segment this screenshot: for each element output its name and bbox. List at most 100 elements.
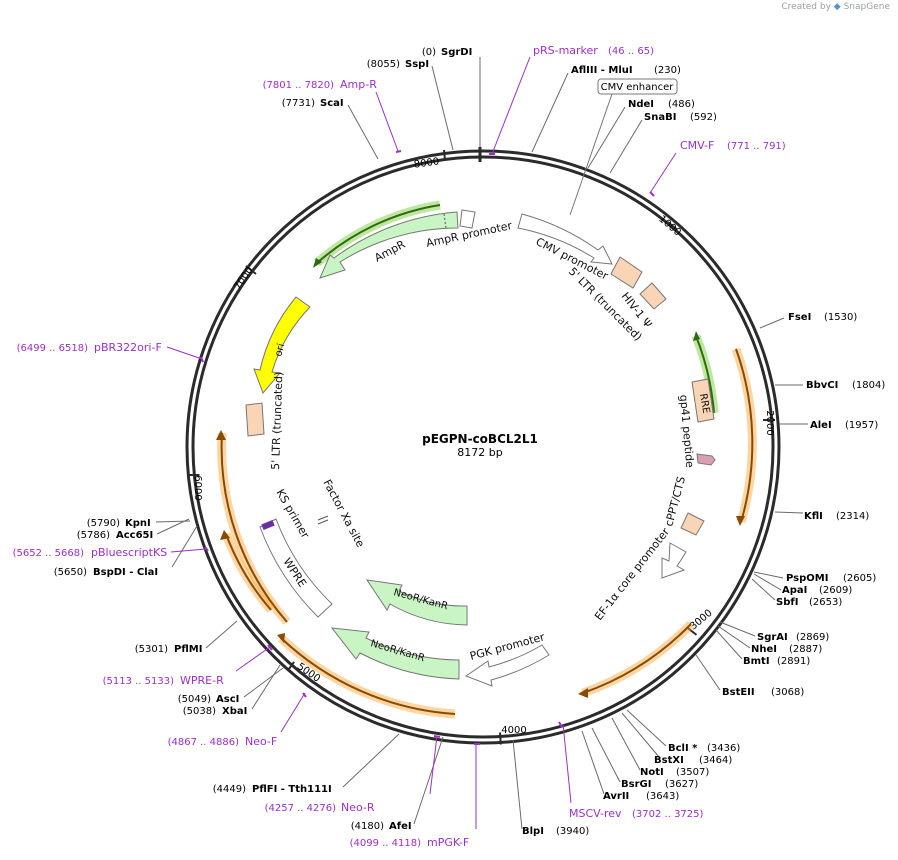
backbone-inner [191, 155, 775, 739]
enzyme-bsteii: BstEII [722, 687, 755, 698]
enzyme-afliii-mlui: AflIII - MluI [571, 65, 633, 76]
gp41-label: gp41 peptide [677, 394, 696, 468]
enzyme-blpi: BlpI [522, 826, 544, 837]
primer-cmv-f: CMV-F [680, 139, 714, 152]
ltr5-right-box [610, 256, 643, 289]
enzyme-noti: NotI [640, 767, 664, 778]
enzyme-fsei: FseI [788, 312, 811, 323]
neokan-upper-arrow [365, 579, 468, 626]
ori-label: ori [273, 342, 287, 357]
enzyme-bstxi-pos: (3464) [699, 755, 732, 766]
tick-4000: 4000 [499, 725, 527, 745]
enzyme-sbfi: SbfI [776, 597, 798, 608]
primer-mpgk-f: mPGK-F [427, 836, 469, 849]
hiv-psi-box [639, 282, 667, 310]
ltr5-left-box [245, 402, 265, 437]
credit-name: SnapGene [843, 2, 890, 12]
enzyme-noti-pos: (3507) [676, 767, 709, 778]
primer-prs-marker: pRS-marker [533, 44, 598, 57]
snapgene-credit: Created by ◆ SnapGene [781, 2, 890, 12]
enzyme-alei-pos: (1957) [845, 420, 878, 431]
ef1a-promoter-arrow [661, 542, 687, 579]
primer-mscv-rev-range: (3702 .. 3725) [632, 809, 704, 820]
enzyme-asci-pos: (5049) [178, 694, 211, 705]
enzyme-psppomi-pos: (2605) [843, 573, 876, 584]
svg-text:7000: 7000 [232, 265, 256, 292]
tick-7000: 7000 [232, 265, 257, 292]
cmv-enhancer-box [597, 78, 678, 95]
enzyme-sgrai: SgrAI [757, 632, 788, 643]
enzyme-scai: ScaI [320, 98, 344, 109]
factor-xa-label: Factor Xa site [320, 477, 367, 549]
primer-pbr322ori-f-range: (6499 .. 6518) [17, 343, 89, 354]
plasmid-name: pEGPN-coBCL2L1 [422, 432, 538, 446]
backbone-outer [185, 149, 781, 745]
primer-neo-r-range: (4257 .. 4276) [265, 803, 337, 814]
wpre-arrow [259, 518, 333, 618]
ori-feature [253, 296, 311, 394]
cds-arc-lower-right [581, 620, 695, 698]
primer-neo-r: Neo-R [341, 801, 375, 814]
ks-primer-mark [261, 519, 275, 531]
enzyme-sspi: SspI [405, 59, 429, 70]
snapgene-logo: ◆ [833, 2, 841, 12]
enzyme-bbvci-pos: (1804) [852, 380, 885, 391]
enzyme-bmti-pos: (2891) [777, 656, 810, 667]
primer-neo-f: Neo-F [245, 735, 277, 748]
rre-box [691, 378, 715, 423]
primer-wpre-r-range: (5113 .. 5133) [103, 676, 175, 687]
enzyme-bcli: BclI * [668, 743, 698, 754]
primer-cmv-f-range: (771 .. 791) [727, 141, 786, 152]
enzyme-bmti: BmtI [743, 656, 770, 667]
primer-leaders [166, 56, 677, 829]
enzyme-afei: AfeI [389, 821, 412, 832]
ampr-feature [319, 211, 459, 279]
tick-6000: 6000 [187, 474, 203, 501]
enzyme-kpni-pos: (5790) [87, 518, 120, 529]
enzyme-bsrgi-pos: (3627) [665, 779, 698, 790]
enzyme-leaders [155, 57, 808, 830]
enzyme-scai-pos: (7731) [282, 98, 315, 109]
tick-2000: 2000 [763, 410, 775, 436]
enzyme-snabi-pos: (592) [690, 112, 717, 123]
enzyme-alei: AleI [810, 420, 832, 431]
gp41-peptide-mark [696, 453, 716, 466]
primer-labels: pRS-marker (46 .. 65) CMV-F (771 .. 791)… [13, 44, 786, 849]
enzyme-bsrgi: BsrGI [621, 779, 651, 790]
enzyme-asci: AscI [216, 694, 239, 705]
cmv-enhancer-label: CMV enhancer [601, 82, 675, 93]
primer-amp-r-range: (7801 .. 7820) [263, 80, 335, 91]
enzyme-kfli-pos: (2314) [836, 511, 869, 522]
primer-amp-r: Amp-R [340, 78, 377, 91]
enzyme-sgrdi-pos: (0) [422, 47, 436, 58]
enzyme-avrii: AvrII [603, 791, 629, 802]
enzyme-kfli: KflI [804, 511, 823, 522]
neokan-lower-arrow [330, 627, 460, 680]
primer-mpgk-f-range: (4099 .. 4118) [350, 838, 422, 849]
ampr-promoter-arrow [459, 209, 476, 229]
primer-pbluescriptks: pBluescriptKS [91, 546, 167, 559]
enzyme-blpi-pos: (3940) [556, 826, 589, 837]
enzyme-sspi-pos: (8055) [367, 59, 400, 70]
cppt-box [680, 512, 705, 536]
primer-pbluescriptks-range: (5652 .. 5668) [13, 548, 85, 559]
svg-text:8000: 8000 [413, 156, 440, 170]
enzyme-sbfi-pos: (2653) [809, 597, 842, 608]
enzyme-kpni: KpnI [125, 518, 151, 529]
enzyme-psppomi: PspOMI [786, 573, 828, 584]
primer-prs-marker-range: (46 .. 65) [608, 46, 654, 57]
enzyme-pflmi: PflMI [174, 644, 202, 655]
enzyme-pflfi-tth111i: PflFI - Tth111I [252, 784, 332, 795]
enzyme-pflmi-pos: (5301) [135, 644, 168, 655]
enzyme-bcli-pos: (3436) [707, 743, 740, 754]
enzyme-afei-pos: (4180) [351, 821, 384, 832]
enzyme-bbvci: BbvCI [806, 380, 838, 391]
rre-label: RRE [697, 393, 711, 415]
credit-prefix: Created by [781, 2, 831, 12]
enzyme-acc65i: Acc65I [116, 530, 153, 541]
enzyme-ndei: NdeI [628, 99, 654, 110]
enzyme-sgrdi: SgrDI [441, 47, 472, 58]
enzyme-snabi: SnaBI [644, 112, 676, 123]
enzyme-nhei: NheI [751, 644, 777, 655]
